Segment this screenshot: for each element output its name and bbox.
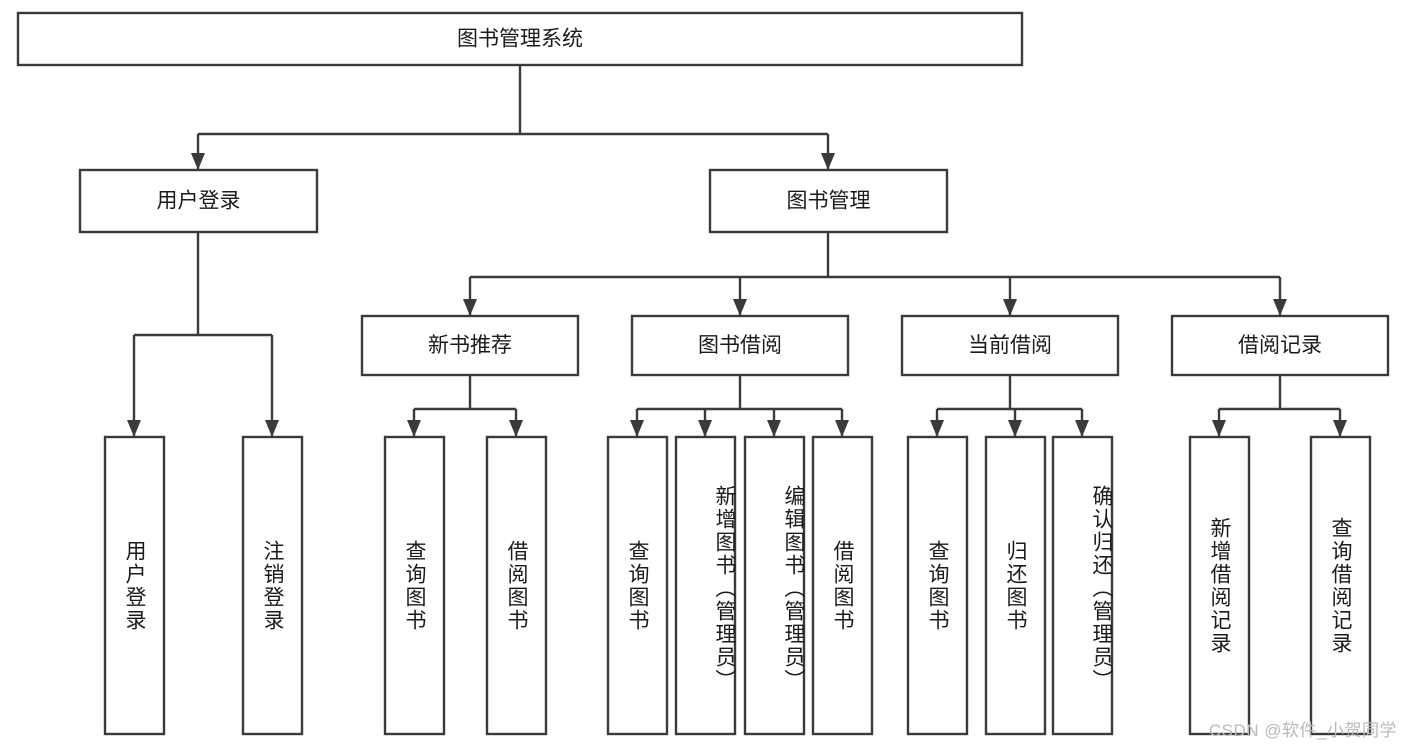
node-leaf-user-login (103, 435, 166, 736)
node-new-book-recommend: 新书推荐 (360, 314, 580, 377)
node-borrow-record: 借阅记录 (1170, 314, 1390, 377)
leaf-query-book-rec-box (383, 435, 446, 736)
new-book-recommend-to-leaves-arrowhead-1 (509, 420, 523, 437)
borrow-record-to-leaves-arrowhead-0 (1212, 420, 1226, 437)
node-leaf-add-book-admin (674, 435, 737, 736)
node-leaf-edit-book-admin (743, 435, 806, 736)
book-manage-box (708, 168, 949, 234)
current-borrow-to-leaves-arrowhead-2 (1075, 420, 1089, 437)
node-leaf-query-book-borrow (606, 435, 669, 736)
node-leaf-borrow-book-rec (485, 435, 548, 736)
new-book-recommend-to-leaves-arrowhead-0 (407, 420, 421, 437)
leaf-edit-book-admin-box (743, 435, 806, 736)
node-book-borrow: 图书借阅 (630, 314, 850, 377)
book-manage-label: 图书管理 (787, 190, 871, 213)
current-borrow-to-leaves-arrowhead-1 (1008, 420, 1022, 437)
leaf-user-login-box (103, 435, 166, 736)
leaf-query-book-borrow-box (606, 435, 669, 736)
node-user-login: 用户登录 (78, 168, 319, 234)
node-leaf-borrow-book (811, 435, 874, 736)
node-leaf-query-book-rec (383, 435, 446, 736)
node-leaf-logout-login (241, 435, 304, 736)
borrow-record-box (1170, 314, 1390, 377)
leaf-borrow-book-box (811, 435, 874, 736)
book-manage-to-level3-arrowhead-1 (733, 299, 747, 316)
node-book-manage: 图书管理 (708, 168, 949, 234)
book-borrow-to-leaves-arrowhead-3 (835, 420, 849, 437)
new-book-recommend-label: 新书推荐 (428, 334, 512, 357)
book-borrow-box (630, 314, 850, 377)
root-box (16, 11, 1024, 67)
root-label: 图书管理系统 (457, 28, 583, 51)
leaf-query-book-cur-box (906, 435, 969, 736)
leaf-add-borrow-record-box (1188, 435, 1251, 736)
watermark-text: CSDN @软件_小贺同学 (1208, 721, 1397, 740)
book-borrow-to-leaves-arrowhead-2 (767, 420, 781, 437)
book-borrow-to-leaves-arrowhead-1 (698, 420, 712, 437)
user-login-label: 用户登录 (157, 190, 241, 213)
book-borrow-to-leaves-arrowhead-0 (630, 420, 644, 437)
borrow-record-label: 借阅记录 (1238, 334, 1322, 357)
node-leaf-query-borrow-record (1309, 435, 1372, 736)
leaf-confirm-return-admin-box (1051, 435, 1114, 736)
current-borrow-box (900, 314, 1120, 377)
current-borrow-to-leaves-arrowhead-0 (930, 420, 944, 437)
leaf-query-borrow-record-box (1309, 435, 1372, 736)
user-login-to-leaves-arrowhead-1 (265, 420, 279, 437)
new-book-recommend-box (360, 314, 580, 377)
node-leaf-add-borrow-record (1188, 435, 1251, 736)
current-borrow-label: 当前借阅 (968, 334, 1052, 357)
node-leaf-confirm-return-admin (1051, 435, 1114, 736)
borrow-record-to-leaves-arrowhead-1 (1333, 420, 1347, 437)
node-undefined: 图书管理系统 (16, 11, 1024, 67)
node-leaf-return-book (984, 435, 1047, 736)
book-manage-to-level3-arrowhead-2 (1003, 299, 1017, 316)
leaf-return-book-box (984, 435, 1047, 736)
book-manage-to-level3-arrowhead-3 (1273, 299, 1287, 316)
book-manage-to-level3-arrowhead-0 (463, 299, 477, 316)
node-current-borrow: 当前借阅 (900, 314, 1120, 377)
leaf-add-book-admin-box (674, 435, 737, 736)
leaf-logout-login-box (241, 435, 304, 736)
book-borrow-label: 图书借阅 (698, 334, 782, 357)
node-leaf-query-book-cur (906, 435, 969, 736)
root-to-level2-arrowhead-1 (821, 153, 835, 170)
user-login-to-leaves-arrowhead-0 (127, 420, 141, 437)
root-to-level2-arrowhead-0 (191, 153, 205, 170)
leaf-borrow-book-rec-box (485, 435, 548, 736)
user-login-box (78, 168, 319, 234)
